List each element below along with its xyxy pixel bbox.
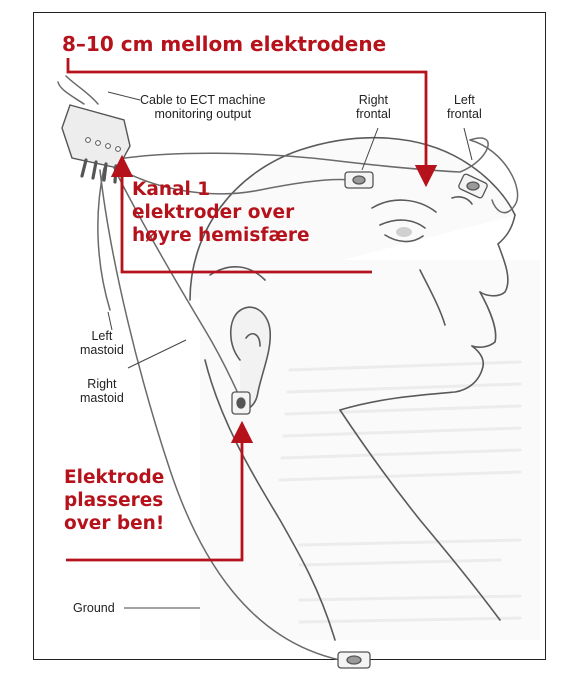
annotation-bone-line-2: plasseres xyxy=(64,489,164,512)
label-cable-line-1: Cable to ECT machine xyxy=(140,93,266,107)
annotation-channel-1: Kanal 1 elektroder over høyre hemisfære xyxy=(132,178,310,247)
connector-hub xyxy=(62,105,130,182)
annotation-over-bone: Elektrode plasseres over ben! xyxy=(64,466,164,535)
electrode-right-mastoid xyxy=(232,392,250,414)
label-left-frontal-line-2: frontal xyxy=(447,107,482,121)
annotation-channel-line-1: Kanal 1 xyxy=(132,178,310,201)
label-right-frontal-line-2: frontal xyxy=(356,107,391,121)
label-right-mastoid-line-2: mastoid xyxy=(80,391,124,405)
label-right-mastoid: Right mastoid xyxy=(80,377,124,405)
label-cable-line-2: monitoring output xyxy=(140,107,266,121)
label-left-mastoid-line-2: mastoid xyxy=(80,343,124,357)
annotation-bone-line-1: Elektrode xyxy=(64,466,164,489)
label-right-frontal: Right frontal xyxy=(356,93,391,121)
label-right-frontal-line-1: Right xyxy=(356,93,391,107)
label-cable: Cable to ECT machine monitoring output xyxy=(140,93,266,121)
label-left-mastoid-line-1: Left xyxy=(80,329,124,343)
label-ground: Ground xyxy=(73,601,115,615)
label-left-frontal: Left frontal xyxy=(447,93,482,121)
electrode-ground xyxy=(338,652,370,668)
annotation-bone-line-3: over ben! xyxy=(64,512,164,535)
annotation-channel-line-3: høyre hemisfære xyxy=(132,224,310,247)
label-left-frontal-line-1: Left xyxy=(447,93,482,107)
annotation-electrode-distance: 8–10 cm mellom elektrodene xyxy=(62,32,386,56)
electrode-right-frontal xyxy=(345,172,373,188)
label-right-mastoid-line-1: Right xyxy=(80,377,124,391)
annotation-channel-line-2: elektroder over xyxy=(132,201,310,224)
label-left-mastoid: Left mastoid xyxy=(80,329,124,357)
